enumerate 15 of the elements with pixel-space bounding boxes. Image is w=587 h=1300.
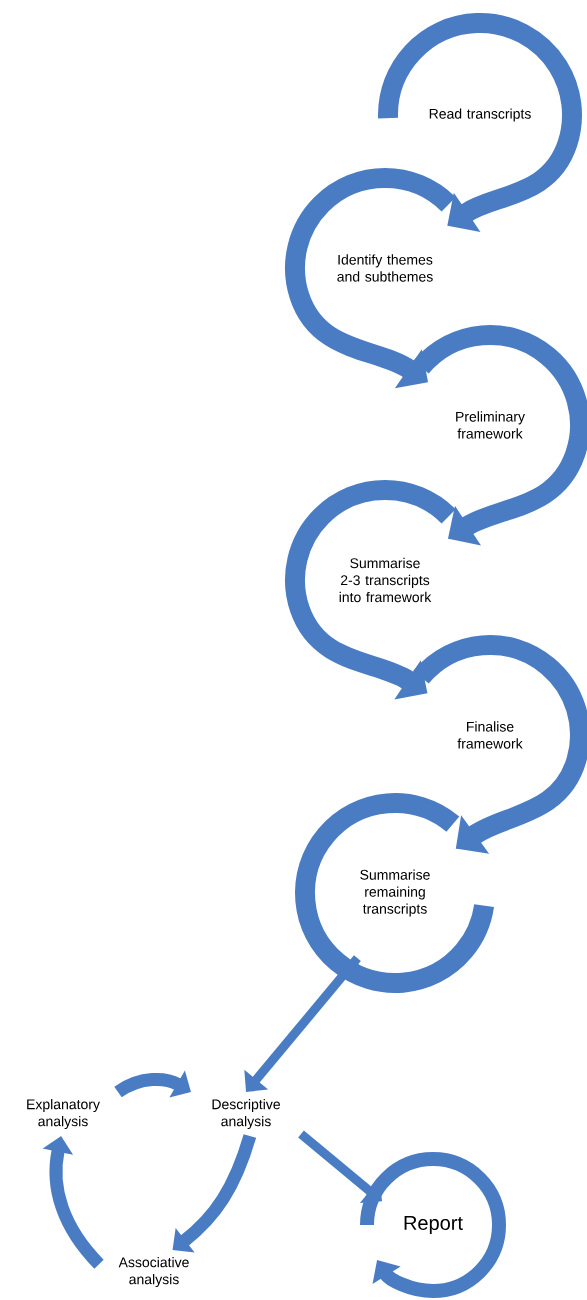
analysis-label: Explanatory analysis: [27, 1099, 100, 1130]
curved-arrow: [413, 635, 587, 854]
curved-arrow: [172, 1134, 257, 1253]
step-label: Finalise framework: [457, 721, 523, 749]
report-label: Report: [404, 1216, 463, 1234]
step-label: Summarise remaining transcripts: [360, 869, 430, 917]
curved-arrow: [42, 1136, 104, 1269]
arrow: [244, 955, 361, 1092]
step-label: Summarise 2-3 transcripts into framework: [339, 557, 432, 603]
step-label: Preliminary framework: [456, 411, 525, 439]
curved-arrow: [413, 325, 587, 546]
analysis-label: Associative analysis: [118, 1257, 189, 1288]
step-label: Read transcripts: [429, 108, 531, 122]
analysis-label: Descriptive analysis: [212, 1099, 280, 1130]
step-label: Identify themes and subthemes: [337, 254, 433, 282]
